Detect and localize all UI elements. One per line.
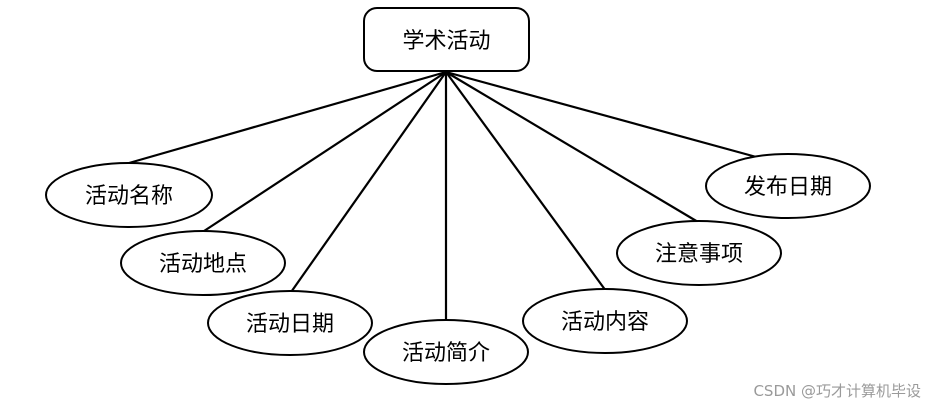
attribute-node-7: 发布日期 [705, 153, 871, 219]
attribute-node-6: 注意事项 [616, 220, 782, 286]
attribute-node-2: 活动地点 [120, 230, 286, 296]
edge-attr-3 [288, 71, 447, 296]
attribute-ellipse [363, 319, 529, 385]
attribute-label: 活动日期 [246, 312, 334, 337]
edge-attr-5 [445, 71, 607, 292]
edge-attr-2 [200, 71, 447, 234]
connector-lines [128, 70, 761, 322]
entity-box [363, 7, 530, 72]
attribute-node-4: 活动简介 [363, 319, 529, 385]
attribute-label: 活动名称 [85, 184, 173, 209]
attribute-label: 活动内容 [561, 310, 649, 335]
entity-label: 学术活动 [402, 29, 490, 54]
attribute-node-5: 活动内容 [522, 288, 688, 354]
edge-attr-1 [128, 70, 447, 165]
attribute-ellipse [522, 288, 688, 354]
attribute-ellipse [120, 230, 286, 296]
attribute-ellipse [207, 290, 373, 356]
attribute-ellipse [705, 153, 871, 219]
attribute-label: 活动简介 [402, 341, 490, 366]
attribute-label: 发布日期 [744, 175, 832, 200]
edge-attr-7 [445, 70, 761, 160]
attribute-ellipse [45, 162, 213, 228]
entity-node: 学术活动 [363, 7, 530, 72]
attribute-ellipse [616, 220, 782, 286]
watermark-text: CSDN @巧才计算机毕设 [753, 382, 921, 400]
edge-attr-6 [445, 71, 699, 223]
attribute-label: 活动地点 [159, 252, 247, 277]
attribute-label: 注意事项 [655, 242, 743, 267]
attribute-node-3: 活动日期 [207, 290, 373, 356]
attribute-node-1: 活动名称 [45, 162, 213, 228]
